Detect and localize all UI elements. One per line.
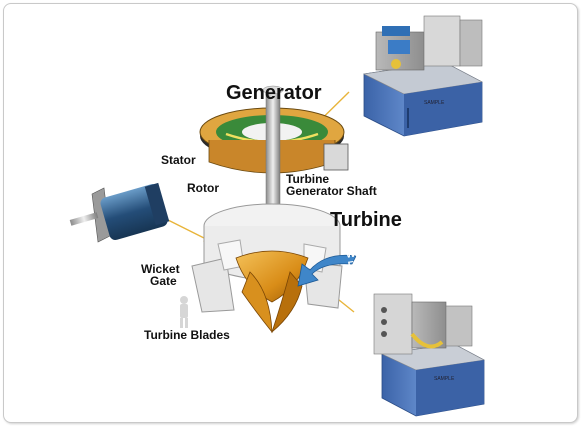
diagram-frame: Generator Turbine Stator Rotor Turbine G… xyxy=(3,3,578,423)
rotor-label: Rotor xyxy=(187,181,219,195)
shaft-label-line2: Generator Shaft xyxy=(286,184,377,198)
person-silhouette xyxy=(180,296,188,328)
stator-label: Stator xyxy=(161,153,196,167)
hpu-bottom-nameplate: SAMPLE xyxy=(434,376,455,382)
hydraulic-power-unit-top xyxy=(363,15,483,137)
hydro-turbine-illustration xyxy=(69,15,485,417)
turbine-blades-label: Turbine Blades xyxy=(144,328,230,342)
hydraulic-cylinder xyxy=(69,182,170,243)
hpu-top-nameplate: SAMPLE xyxy=(424,100,445,106)
generator-label: Generator xyxy=(226,82,322,104)
wicket-gate-label-line2: Gate xyxy=(150,274,177,288)
wicket-gate-label-line1: Wicket xyxy=(141,262,180,276)
turbine-label: Turbine xyxy=(330,209,402,231)
water-flow-arrow xyxy=(297,254,357,287)
hydraulic-power-unit-bottom xyxy=(373,293,485,417)
turbine-blades xyxy=(235,250,309,334)
shaft-label-line1: Turbine xyxy=(286,172,330,186)
